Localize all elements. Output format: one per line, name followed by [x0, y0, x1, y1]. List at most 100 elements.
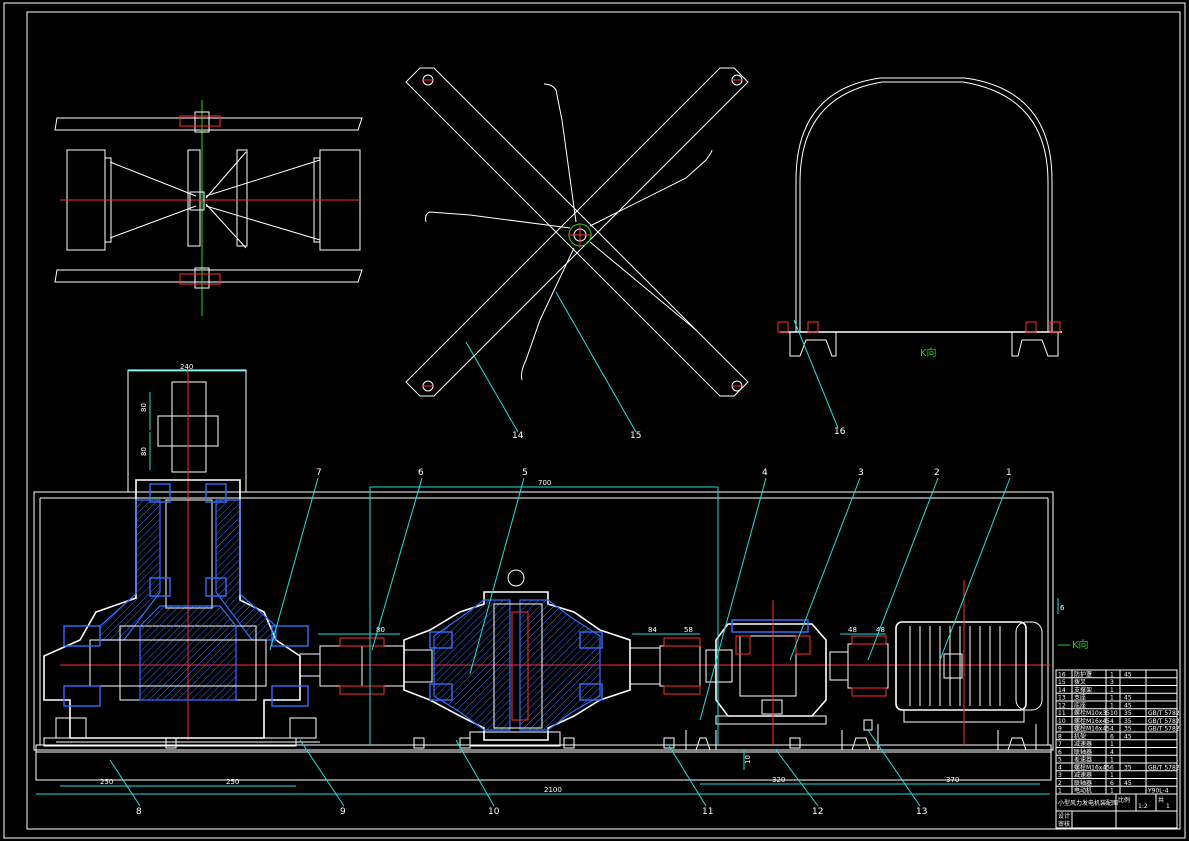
title-block-cell-mat: 35: [1124, 726, 1132, 733]
title-block-cell-no: 7: [1058, 741, 1062, 748]
title-block-cell-no: 1: [1058, 788, 1062, 795]
title-block-cell-name: 联轴器: [1074, 748, 1092, 756]
title-block-cell-no: 10: [1058, 718, 1066, 725]
title-block-cell-qty: 1: [1110, 687, 1114, 694]
title-block-cell-name: 螺栓M10x35: [1074, 709, 1110, 717]
guard-view: K向: [777, 77, 1062, 359]
part-label-1: 1: [1006, 468, 1012, 478]
part-label-5: 5: [522, 468, 528, 478]
title-block-cell-qty: 1: [1110, 671, 1114, 678]
title-block-cell-mat: 45: [1124, 695, 1132, 702]
title-block-cell-qty: 1: [1110, 788, 1114, 795]
title-block-cell-no: 4: [1058, 764, 1062, 771]
part-label-16: 16: [834, 427, 846, 437]
support-feet: [165, 719, 1037, 751]
title-block-cell-qty: 1: [1110, 695, 1114, 702]
title-block-cell-no: 3: [1058, 772, 1062, 779]
title-block-cell-no: 8: [1058, 733, 1062, 740]
title-block-cell-note: GB/T 5782: [1148, 764, 1180, 771]
enclosure-outline: [33, 491, 1054, 751]
main-k-view-label: K向: [1072, 638, 1089, 651]
part-label-6: 6: [418, 468, 424, 478]
title-block-cell-mat: 45: [1124, 702, 1132, 709]
title-block-cell-qty: 6: [1110, 733, 1114, 740]
title-block-cell-mat: 35: [1124, 718, 1132, 725]
title-block-cell-qty: 6: [1110, 780, 1114, 787]
title-block-cell-qty: 4: [1110, 718, 1114, 725]
title-block-cell-name: 机架: [1074, 732, 1086, 740]
title-block-cell-name: 差速器: [1074, 756, 1092, 764]
title-block-cell-mat: 35: [1124, 710, 1132, 717]
dim-84: 84: [648, 626, 657, 634]
title-block-cell-no: 15: [1058, 679, 1066, 686]
title-block-cell-no: 11: [1058, 710, 1066, 717]
title-block-cell-qty: 1: [1110, 741, 1114, 748]
title-block-cell-name: 联轴器: [1074, 779, 1092, 787]
sheet-border-outer: [3, 2, 1186, 839]
dimension-texts: 240 80 80 700 80 84 58 48 48 250 250 210…: [100, 363, 1065, 794]
title-block-checked: 审核: [1058, 820, 1070, 828]
title-block-cell-name: 减速器: [1074, 771, 1092, 779]
title-block-cell-name: 支撑架: [1074, 686, 1092, 694]
title-block-cell-name: 螺栓M16x45: [1074, 725, 1110, 733]
title-block-cell-qty: 3: [1110, 679, 1114, 686]
differential: [403, 569, 631, 747]
dim-250-b: 250: [226, 778, 239, 786]
title-block-cell-no: 16: [1058, 671, 1066, 678]
title-block-cell-no: 2: [1058, 780, 1062, 787]
sheet-border-inner: [26, 11, 1181, 830]
guard-k-view-label: K向: [920, 346, 937, 359]
dim-48-a: 48: [848, 626, 857, 634]
title-block-cell-name: 电动机: [1074, 787, 1092, 795]
dim-6: 6: [1060, 604, 1065, 612]
part-label-14: 14: [512, 431, 524, 441]
title-block-cell-no: 9: [1058, 726, 1062, 733]
dim-80-coupling: 80: [376, 626, 385, 634]
title-block-scale: 1:2: [1138, 803, 1148, 810]
title-block-cell-name: 减速器: [1074, 740, 1092, 748]
title-block-cell-qty: 1: [1110, 772, 1114, 779]
dim-80-mid: 80: [140, 447, 148, 456]
title-block-cell-no: 12: [1058, 702, 1066, 709]
title-block-cell-no: 6: [1058, 749, 1062, 756]
title-block-cell-no: 14: [1058, 687, 1066, 694]
title-block-drawn: 设计: [1058, 812, 1070, 820]
title-block-cell-qty: 4: [1110, 749, 1114, 756]
part-label-13: 13: [916, 807, 927, 817]
part-label-4: 4: [762, 468, 768, 478]
title-block-cell-qty: 1: [1110, 702, 1114, 709]
part-label-3: 3: [858, 468, 864, 478]
part-label-7: 7: [316, 468, 322, 478]
title-block-cell-note: Y90L-4: [1147, 788, 1169, 795]
part-label-9: 9: [340, 807, 346, 817]
part-label-10: 10: [488, 807, 500, 817]
title-block-cell-name: 拨叉: [1074, 678, 1086, 686]
dim-2100: 2100: [544, 786, 562, 794]
title-block-cell-qty: 4: [1110, 726, 1114, 733]
part-label-15: 15: [630, 431, 641, 441]
title-block-sheet-label: 共: [1158, 796, 1164, 804]
bevel-gearbox: [43, 369, 321, 743]
title-block-cell-mat: 35: [1124, 764, 1132, 771]
dim-250-a: 250: [100, 778, 113, 786]
title-block-cell-no: 5: [1058, 757, 1062, 764]
title-block-cell-qty: 1: [1110, 757, 1114, 764]
part-number-labels: 1 2 3 4 5 6 7 8 9 10 11 12 13 14 15 16: [136, 427, 1012, 817]
title-block-title: 小型风力发电机装配图: [1058, 799, 1118, 807]
title-block-cell-name: 支座: [1074, 694, 1086, 702]
dim-370: 370: [946, 776, 959, 784]
title-block-cell-name: 螺栓M16x45: [1074, 717, 1110, 725]
coupling-left: [319, 637, 433, 695]
title-block-cell-mat: 45: [1124, 733, 1132, 740]
leader-lines: [109, 291, 1011, 807]
title-block-cell-name: 底座: [1074, 701, 1086, 709]
motor: [895, 580, 1043, 745]
part-label-8: 8: [136, 807, 142, 817]
coupling-middle: [629, 637, 701, 695]
part-label-11: 11: [702, 807, 713, 817]
title-block-cell-mat: 45: [1124, 780, 1132, 787]
dim-48-b: 48: [876, 626, 885, 634]
